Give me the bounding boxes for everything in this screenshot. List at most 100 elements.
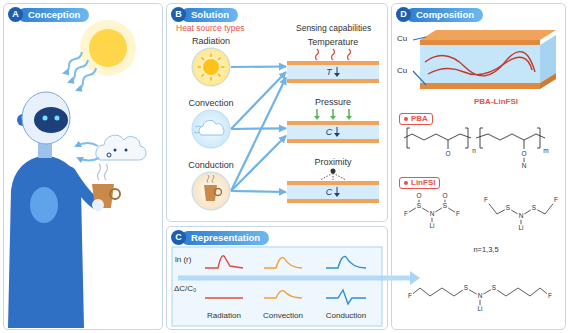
sensor-layers: T [287, 61, 379, 83]
atom-label: O [445, 150, 450, 159]
sensor-symbol-text: T [326, 67, 332, 78]
change-arrow [334, 67, 340, 77]
tag-text: PBA [411, 114, 428, 124]
pba-structure [537, 128, 540, 148]
sensor-device [413, 71, 426, 85]
chemical-bond [435, 208, 441, 212]
flow-arrow [231, 136, 286, 191]
sensor-layer-box: ProximityC [287, 157, 379, 203]
sensor-device [425, 52, 535, 76]
stimulus-symbol [287, 108, 379, 121]
capability-label: Temperature [287, 37, 379, 48]
sensor-device [540, 73, 556, 89]
cloud-icon [194, 120, 224, 135]
sensor-device [420, 30, 556, 40]
atom-label: F [404, 210, 408, 219]
panel-letter: D [396, 7, 411, 22]
chemical-bond [422, 208, 428, 212]
cup-drawing [98, 164, 108, 180]
representation-panel [178, 276, 410, 281]
atom-label: O [442, 192, 447, 201]
sun-drawing [80, 20, 136, 76]
material-label: PBA-LinFSI [474, 97, 518, 107]
cup-drawing [110, 189, 120, 199]
chemical-bond [432, 218, 433, 223]
chemical-bond [480, 300, 481, 306]
electrode-label: Cu [397, 34, 407, 44]
cup-icon [204, 175, 222, 201]
chemical-bond [489, 204, 505, 214]
source-label: Conduction [181, 160, 241, 171]
atom-label: Li [518, 224, 523, 233]
pba-structure [465, 128, 468, 148]
atom-label: N [519, 212, 524, 221]
atom-label: N [522, 162, 527, 171]
atom-label: S [492, 284, 496, 293]
atom-label: N [478, 292, 483, 301]
chemical-bonds [409, 158, 553, 306]
panel: AConception [3, 3, 163, 330]
sun-drawing [89, 29, 127, 67]
atom-label: S [417, 202, 421, 211]
flow-arrow [231, 191, 286, 192]
radiation-waves [64, 52, 96, 90]
atom-label: m [543, 147, 548, 156]
sun-icon [198, 54, 225, 81]
panel-letter: A [8, 7, 23, 22]
flow-arrow [231, 78, 286, 192]
source-circle-shape [181, 47, 241, 87]
panel-header: CRepresentation [171, 230, 269, 245]
heat-source-circle: Radiation [181, 36, 241, 87]
panel-header: AConception [8, 7, 89, 22]
change-arrow [334, 127, 340, 137]
panel-header: BSolution [171, 7, 238, 22]
atom-label: S [532, 204, 536, 213]
cloud-drawing [96, 135, 146, 160]
panel-header: DComposition [396, 7, 483, 22]
sensor-device [413, 30, 556, 89]
source-circle [192, 110, 230, 148]
sensor-symbol-text: C [326, 187, 333, 198]
section-heading: Heat source types [176, 23, 245, 34]
component-tag: LinFSI [399, 177, 440, 189]
sensor-device [420, 45, 540, 83]
panel-letter: C [171, 230, 186, 245]
source-label: Radiation [181, 36, 241, 47]
stimulus-symbol [287, 168, 379, 181]
radiation-waves [64, 52, 82, 73]
wind-lines [76, 143, 98, 146]
sensor-layer-box: PressureC [287, 97, 379, 143]
robot-drawing [43, 116, 48, 121]
electrode-label: Cu [397, 66, 407, 76]
atom-label: F [408, 292, 412, 301]
atom-label: Li [429, 222, 434, 231]
chemical-bond [524, 210, 530, 214]
sensor-device [428, 57, 532, 74]
atom-label: F [456, 210, 460, 219]
component-tag: PBA [399, 113, 433, 125]
atom-label: S [443, 202, 447, 211]
robot-drawing [30, 187, 58, 223]
panel-letter: B [171, 7, 186, 22]
panel: DCompositionPBA LinFSI [391, 3, 566, 330]
chemical-bond [448, 208, 455, 212]
sun-drawing [80, 20, 136, 76]
cloud-drawing [96, 135, 146, 160]
wind-lines [76, 143, 99, 161]
heat-source-circle: Conduction [181, 160, 241, 211]
radiation-waves [69, 60, 88, 82]
section-heading: Sensing capabilities [296, 23, 371, 34]
sensor-layers: C [287, 181, 379, 203]
cloud-drawing [114, 149, 117, 152]
sensor-device [420, 40, 540, 45]
radiation-waves [77, 68, 96, 90]
panel: BSolutionRadiationConvectionConductionTe… [166, 3, 388, 222]
sensor-device [420, 83, 540, 89]
chemical-bond [469, 290, 476, 294]
chemical-bond [409, 208, 416, 212]
chemical-bond [537, 204, 553, 214]
cup-drawing [92, 164, 120, 211]
column-label: Radiation [207, 311, 241, 321]
chemical-bond [483, 290, 490, 294]
